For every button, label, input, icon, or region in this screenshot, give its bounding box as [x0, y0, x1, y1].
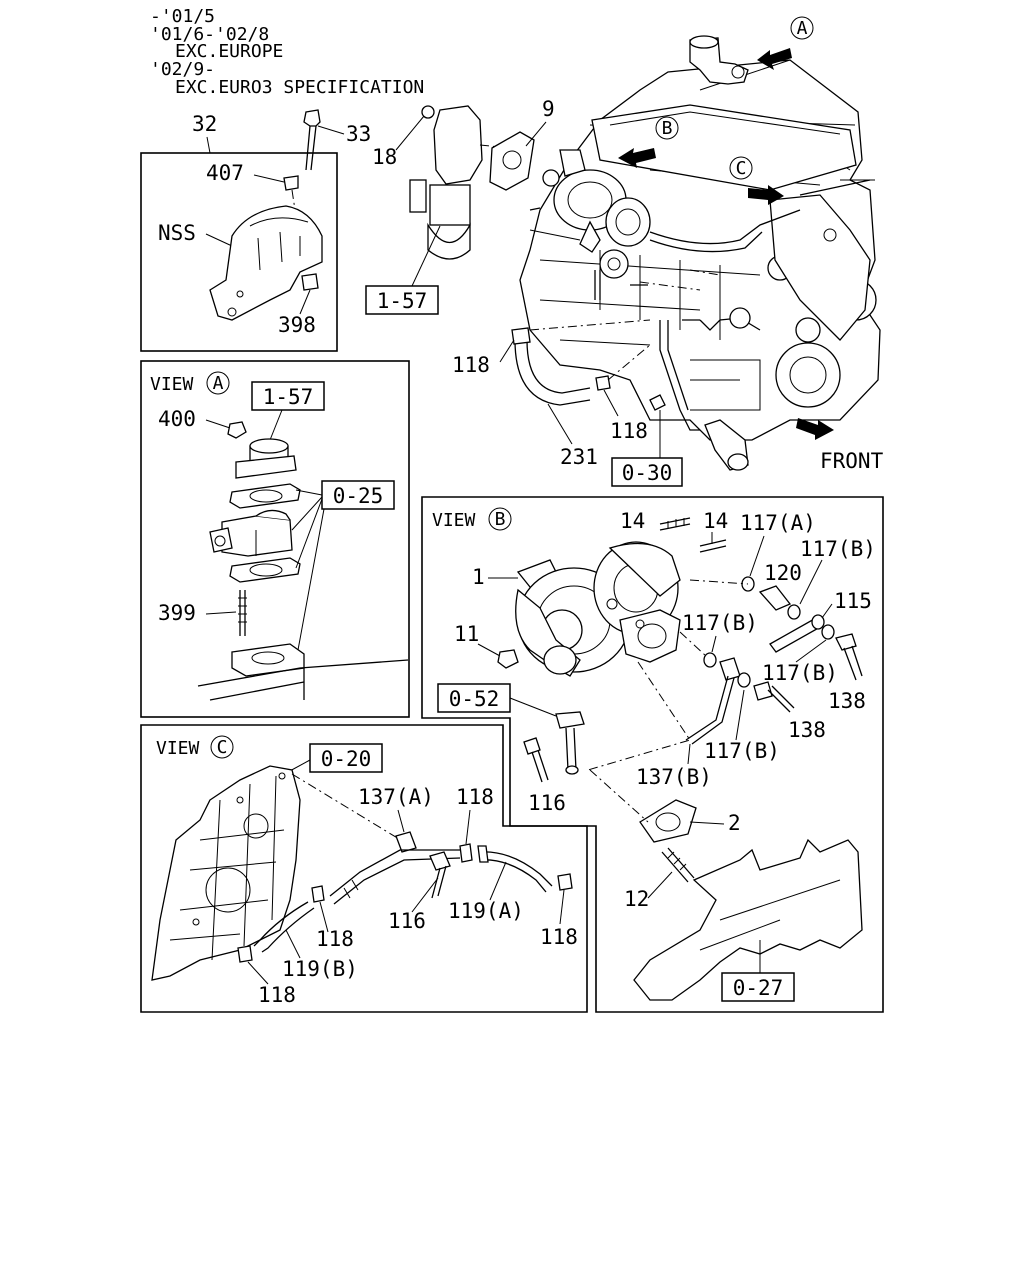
- ref-0-30: 0-30: [622, 461, 673, 485]
- view-a-ref-box-1-57: [251, 381, 325, 411]
- arrow-b: [618, 148, 656, 168]
- view-c-panel: VIEW C 0-20 137(A) 118 116 119: [140, 724, 588, 1013]
- label-nss: NSS: [158, 221, 196, 245]
- view-b-panel: VIEW B 14 14 1 11 0-52: [421, 496, 884, 1013]
- view-c-label-118-c: 118: [316, 927, 354, 951]
- note-line-4: '02/9-: [150, 59, 215, 80]
- note-line-3: EXC.EUROPE: [175, 41, 283, 62]
- arrow-a: [757, 48, 792, 70]
- view-b-label-11: 11: [454, 622, 479, 646]
- view-a-title: VIEW: [150, 374, 194, 395]
- view-b-label-14-a: 14: [620, 509, 645, 533]
- view-c-label-119A: 119(A): [448, 899, 524, 923]
- view-b-label-14-b: 14: [703, 509, 728, 533]
- view-c-letter: C: [217, 737, 228, 758]
- view-c-ref-0-20: 0-20: [321, 747, 372, 771]
- note-line-2: '01/6-'02/8: [150, 24, 269, 45]
- label-231: 231: [560, 445, 598, 469]
- view-a-ref-0-25: 0-25: [333, 484, 384, 508]
- view-a-label-399: 399: [158, 601, 196, 625]
- note-line-1: -'01/5: [150, 6, 215, 27]
- label-front: FRONT: [820, 449, 884, 473]
- view-b-label-138-b: 138: [788, 718, 826, 742]
- engine-illustration: [409, 35, 881, 471]
- view-c-label-118-a: 118: [456, 785, 494, 809]
- view-c-label-137A: 137(A): [358, 785, 434, 809]
- label-118-left: 118: [452, 353, 490, 377]
- view-c-label-119B: 119(B): [282, 957, 358, 981]
- view-b-ref-0-52: 0-52: [449, 687, 500, 711]
- view-b-label-115: 115: [834, 589, 872, 613]
- label-33: 33: [346, 122, 371, 146]
- letter-b: B: [662, 118, 673, 139]
- view-b-label-117B-4: 117(B): [704, 739, 780, 763]
- label-407: 407: [206, 161, 244, 185]
- label-398: 398: [278, 313, 316, 337]
- view-b-label-117B-2: 117(B): [762, 661, 838, 685]
- label-9: 9: [542, 97, 555, 121]
- view-a-label-400: 400: [158, 407, 196, 431]
- ref-1-57: 1-57: [377, 289, 428, 313]
- view-a-ref-1-57: 1-57: [263, 385, 314, 409]
- view-c-label-118-d: 118: [258, 983, 296, 1007]
- view-b-letter: B: [495, 509, 506, 530]
- view-b-label-137B: 137(B): [636, 765, 712, 789]
- note-line-5: EXC.EURO3 SPECIFICATION: [175, 77, 424, 98]
- label-118-center: 118: [610, 419, 648, 443]
- view-c-label-118-b: 118: [540, 925, 578, 949]
- view-b-label-12: 12: [624, 887, 649, 911]
- view-b-title: VIEW: [432, 510, 476, 531]
- view-b-label-1: 1: [472, 565, 485, 589]
- view-b-label-117B-1: 117(B): [800, 537, 876, 561]
- view-c-label-116: 116: [388, 909, 426, 933]
- view-b-ref-box-0-27: [721, 972, 795, 1002]
- label-18: 18: [372, 145, 397, 169]
- view-c-ref-box-0-20: [309, 743, 383, 773]
- circled-letters: A B C: [655, 16, 814, 180]
- view-b-label-138-a: 138: [828, 689, 866, 713]
- view-a-panel: VIEW A 1-57 400 399: [140, 360, 410, 718]
- letter-c: C: [736, 158, 747, 179]
- view-b-ref-box-0-52: [437, 683, 511, 713]
- view-b-label-2: 2: [728, 811, 741, 835]
- arrow-front: [796, 418, 834, 440]
- ref-box-1-57: [365, 285, 439, 315]
- applicability-notes: -'01/5 '01/6-'02/8 EXC.EUROPE '02/9- EXC…: [150, 6, 424, 98]
- ref-box-0-30: [611, 457, 683, 487]
- inset-heat-shield: 32 33 407 NSS 398: [140, 109, 371, 352]
- view-b-label-116: 116: [528, 791, 566, 815]
- view-b-label-117A: 117(A): [740, 511, 816, 535]
- view-b-ref-0-27: 0-27: [733, 976, 784, 1000]
- main-labels: 9 18 1-57 118 118 231 0-30 FRONT: [365, 97, 884, 487]
- view-b-label-120: 120: [764, 561, 802, 585]
- view-b-label-117B-3: 117(B): [682, 611, 758, 635]
- label-32: 32: [192, 112, 217, 136]
- arrow-c: [748, 185, 784, 205]
- letter-a: A: [797, 18, 808, 39]
- view-a-letter: A: [213, 373, 224, 394]
- view-c-title: VIEW: [156, 738, 200, 759]
